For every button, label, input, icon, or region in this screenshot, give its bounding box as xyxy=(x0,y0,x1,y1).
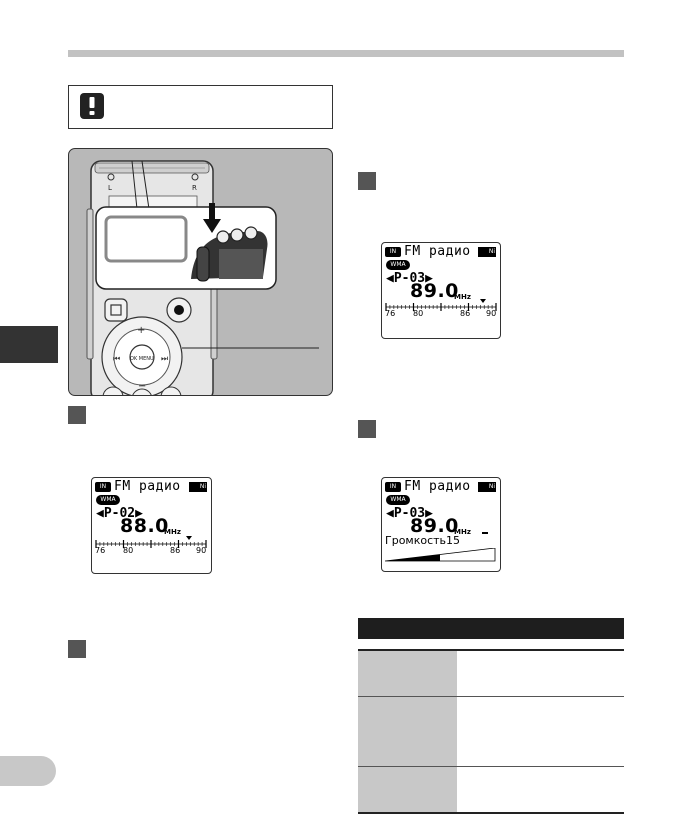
lcd-screen-c: IN FM радио Ni WMA ◀P-03▶ 89.0 MHz Громк… xyxy=(381,477,501,572)
page-number-tab xyxy=(0,756,56,786)
table-top-line xyxy=(358,649,624,651)
frequency-unit: MHz xyxy=(454,528,471,536)
scale-label-90: 90 xyxy=(486,309,497,318)
table-row-divider xyxy=(358,696,624,697)
frequency-unit: MHz xyxy=(454,293,471,301)
preset-label: ◀P-03▶ xyxy=(386,271,433,286)
step-marker-2 xyxy=(68,640,86,658)
stop-icon xyxy=(110,304,122,316)
preset-label: ◀P-02▶ xyxy=(96,506,143,521)
scale-label-80: 80 xyxy=(123,546,134,555)
caution-box xyxy=(68,85,333,129)
table-cell-1 xyxy=(358,651,457,696)
battery-icon: Ni xyxy=(478,247,496,257)
scale-label-86: 86 xyxy=(460,309,471,318)
scale-label-80: 80 xyxy=(413,309,424,318)
battery-icon: Ni xyxy=(189,482,207,492)
preset-label: ◀P-03▶ xyxy=(386,506,433,521)
scale-label-76: 76 xyxy=(385,309,396,318)
step-marker-3 xyxy=(358,172,376,190)
exclamation-icon xyxy=(80,93,104,119)
svg-text:+: + xyxy=(137,325,145,336)
lcd-screen-b: IN FM радио Ni WMA ◀P-03▶ 89.0 MHz 76 80… xyxy=(381,242,501,339)
in-icon: IN xyxy=(385,482,401,492)
table-header-bar xyxy=(358,618,624,639)
right-mic-mark: R xyxy=(192,184,197,192)
lcd-title: FM радио xyxy=(404,479,471,494)
in-icon: IN xyxy=(95,482,111,492)
lcd-title: FM радио xyxy=(114,479,181,494)
arrow-down-icon xyxy=(203,203,221,233)
table-cell-2 xyxy=(358,697,457,766)
step-marker-4 xyxy=(358,420,376,438)
volume-meter-fill xyxy=(385,554,440,561)
fast-forward-icon: ⏭ xyxy=(161,354,168,363)
left-mic-mark: L xyxy=(108,184,112,192)
frequency-value: 89.0 xyxy=(410,515,459,537)
recorder-drawing: L R OK MENU + − ⏮ ⏭ xyxy=(86,160,319,395)
battery-icon: Ni xyxy=(478,482,496,492)
table-bottom-line xyxy=(358,812,624,814)
rewind-icon: ⏮ xyxy=(113,354,120,363)
ok-menu-label: OK MENU xyxy=(130,356,154,362)
frequency-unit: MHz xyxy=(164,528,181,536)
recorder-illustration: L R OK MENU + − ⏮ ⏭ xyxy=(68,148,333,396)
volume-meter xyxy=(385,548,496,562)
scale-label-90: 90 xyxy=(196,546,207,555)
section-tab xyxy=(0,326,58,363)
tuning-pointer xyxy=(186,536,192,540)
frequency-value: 88.0 xyxy=(120,515,169,537)
record-icon xyxy=(174,305,184,315)
tuning-scale xyxy=(95,536,207,548)
wma-badge: WMA xyxy=(386,495,410,505)
in-icon: IN xyxy=(385,247,401,257)
wma-badge: WMA xyxy=(386,260,410,270)
scale-label-86: 86 xyxy=(170,546,181,555)
tuning-scale xyxy=(385,299,497,311)
table-cell-3 xyxy=(358,767,457,812)
lcd-screen-a: IN FM радио Ni WMA ◀P-02▶ 88.0 MHz 76 80… xyxy=(91,477,212,574)
tuning-pointer xyxy=(480,299,486,303)
svg-text:−: − xyxy=(138,381,146,392)
volume-dash xyxy=(482,532,488,534)
frequency-value: 89.0 xyxy=(410,280,459,302)
step-marker-1 xyxy=(68,406,86,424)
wma-badge: WMA xyxy=(96,495,120,505)
lcd-title: FM радио xyxy=(404,244,471,259)
scale-label-76: 76 xyxy=(95,546,106,555)
volume-label: Громкость15 xyxy=(385,534,461,547)
top-rule xyxy=(68,50,624,57)
table-row-divider xyxy=(358,766,624,767)
